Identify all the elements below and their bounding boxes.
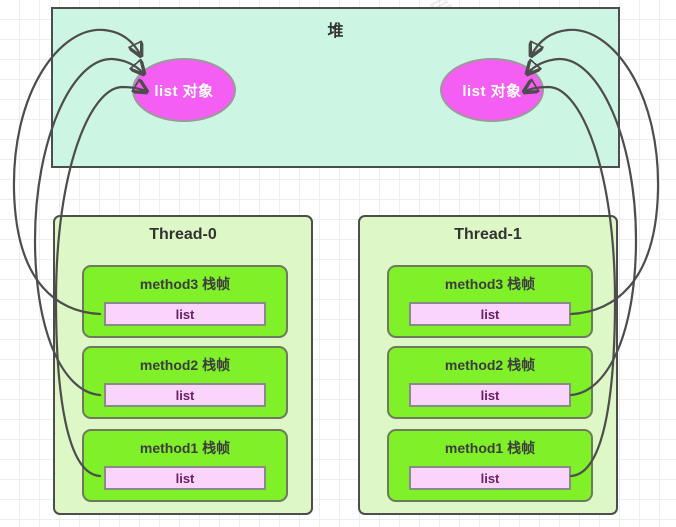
variable-list: list	[409, 383, 571, 407]
frame-title: method2 栈帧	[444, 357, 536, 373]
frame-title: method2 栈帧	[139, 357, 231, 373]
stack-frame-method3-thread1: method3 栈帧 list	[387, 265, 593, 338]
stack-frame-method1-thread0: method1 栈帧 list	[82, 429, 288, 502]
frame-title: method1 栈帧	[444, 440, 536, 456]
stack-frame-method3-thread0: method3 栈帧 list	[82, 265, 288, 338]
frame-title: method3 栈帧	[444, 276, 536, 292]
frame-title: method1 栈帧	[139, 440, 231, 456]
thread-title-0: Thread-0	[149, 226, 217, 243]
heap-title: 堆	[327, 23, 344, 40]
frame-title: method3 栈帧	[139, 276, 231, 292]
stack-frame-method2-thread0: method2 栈帧 list	[82, 346, 288, 419]
thread-box-0: Thread-0 method3 栈帧 list method2 栈帧 list…	[53, 215, 313, 515]
thread-box-1: Thread-1 method3 栈帧 list method2 栈帧 list…	[358, 215, 618, 515]
variable-list: list	[104, 302, 266, 326]
stack-frame-method2-thread1: method2 栈帧 list	[387, 346, 593, 419]
thread-title-1: Thread-1	[454, 226, 522, 243]
stack-frame-method1-thread1: method1 栈帧 list	[387, 429, 593, 502]
variable-list: list	[104, 466, 266, 490]
variable-list: list	[104, 383, 266, 407]
heap-object-right: list 对象	[440, 58, 544, 122]
variable-list: list	[409, 302, 571, 326]
heap-object-left: list 对象	[132, 58, 236, 122]
variable-list: list	[409, 466, 571, 490]
heap-box: 堆 list 对象 list 对象	[51, 7, 620, 168]
